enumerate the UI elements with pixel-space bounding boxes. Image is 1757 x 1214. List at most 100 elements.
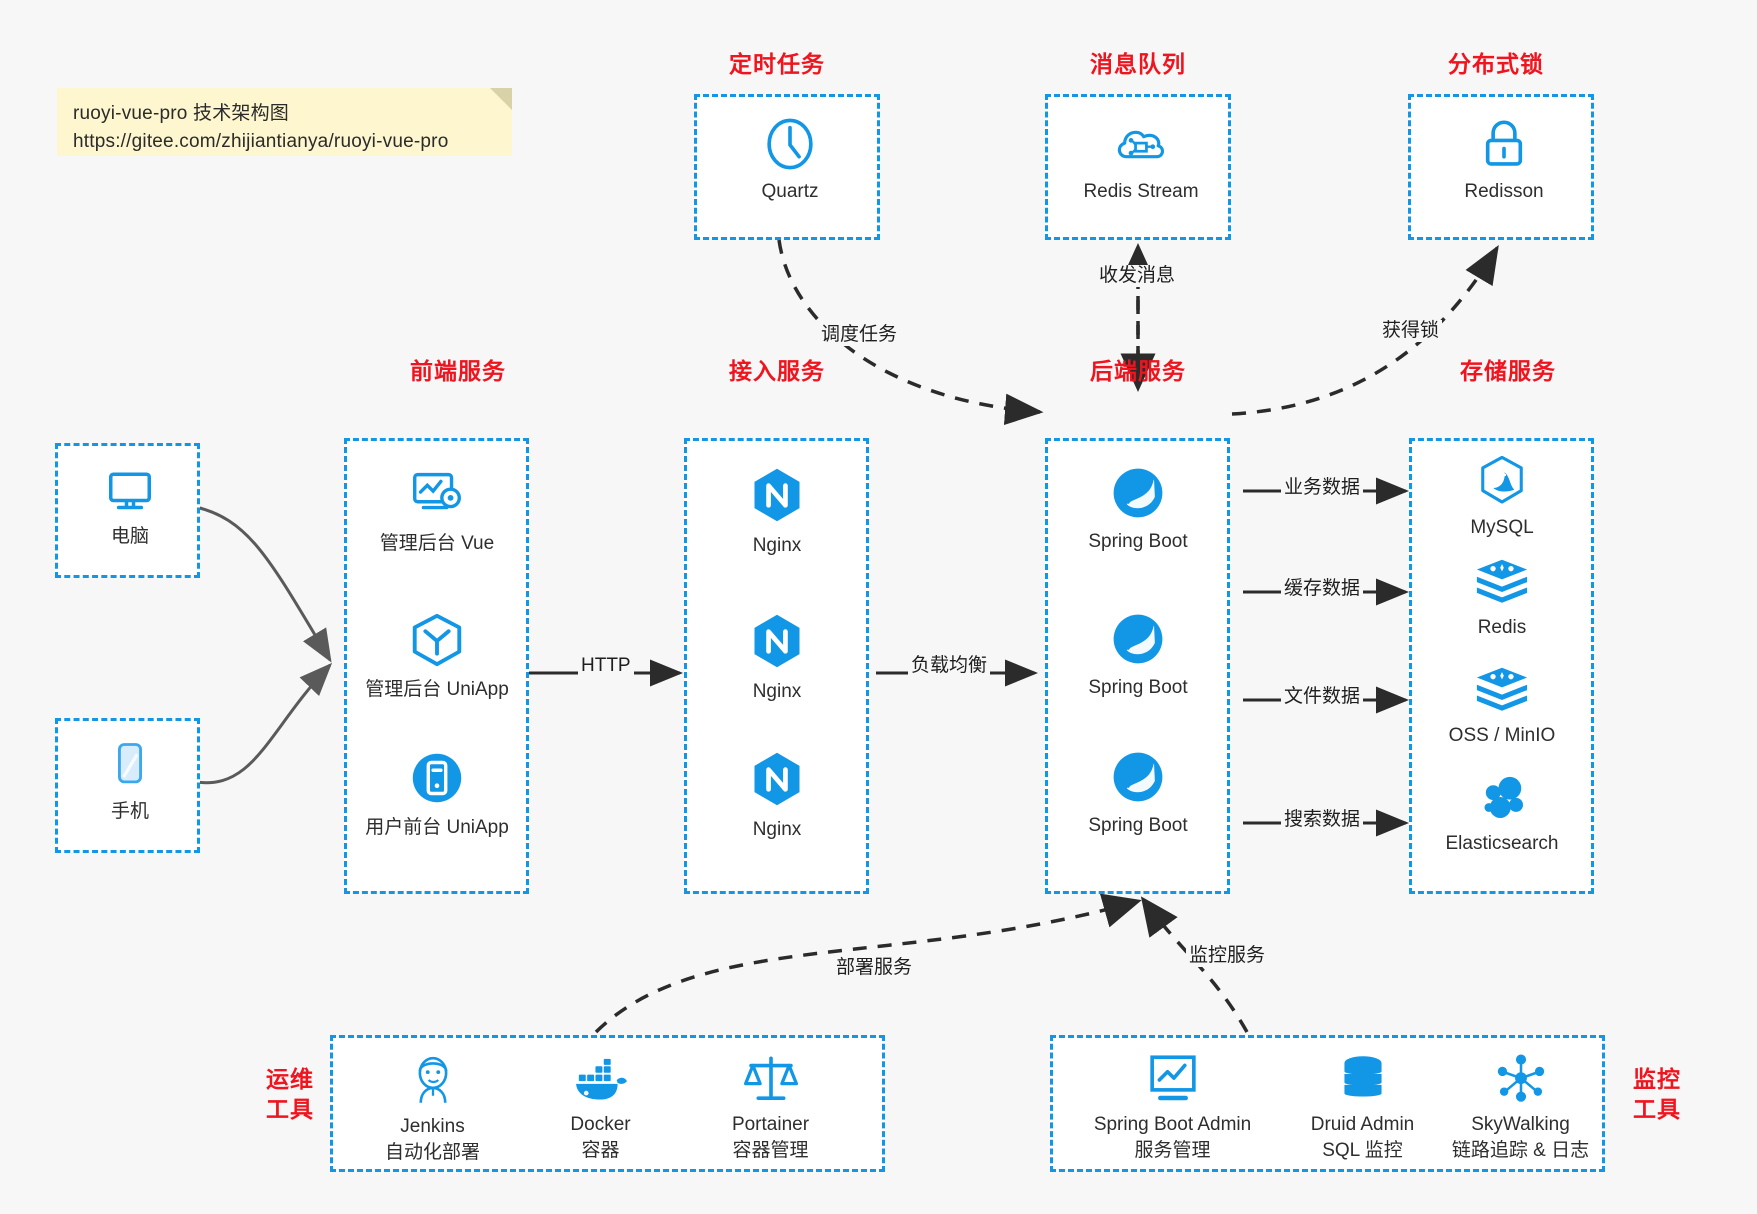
group-title-gateway: 接入服务	[729, 358, 825, 384]
lock-icon	[1485, 120, 1523, 166]
uniapp-cube-icon	[412, 613, 462, 667]
node-desc: 链路追踪 & 日志	[1451, 1140, 1590, 1161]
node-spring-boot-3[interactable]: Spring Boot	[1063, 747, 1213, 839]
edge-label-load-balance: 负载均衡	[908, 655, 991, 677]
client-box-mobile[interactable]: 手机	[55, 718, 200, 853]
group-box-frontend[interactable]: 管理后台 Vue 管理后台 UniApp 用户前台 UniApp	[344, 438, 529, 894]
spring-boot-icon	[1113, 468, 1163, 518]
node-mobile[interactable]: 手机	[56, 735, 204, 825]
node-druid-admin[interactable]: Druid Admin SQL 监控	[1275, 1052, 1450, 1164]
group-box-devops[interactable]: Jenkins 自动化部署 Docker 容器	[330, 1035, 885, 1172]
node-desc: 容器	[581, 1140, 620, 1161]
node-portainer[interactable]: Portainer 容器管理	[688, 1054, 853, 1164]
node-label: Spring Boot	[1088, 815, 1188, 836]
node-desc: SQL 监控	[1322, 1140, 1403, 1161]
node-nginx-1[interactable]: Nginx	[702, 463, 852, 559]
node-label: 手机	[110, 801, 149, 822]
node-redisson[interactable]: Redisson	[1429, 115, 1579, 205]
node-name: Spring Boot Admin	[1093, 1114, 1252, 1135]
edge-label-monitor-service: 监控服务	[1186, 945, 1269, 967]
nginx-icon	[754, 614, 800, 668]
node-label: Redisson	[1464, 181, 1544, 202]
group-box-message-queue[interactable]: Redis Stream	[1045, 94, 1231, 240]
edge-label-business-data: 业务数据	[1281, 477, 1364, 499]
desktop-icon	[109, 472, 151, 510]
node-spring-boot-2[interactable]: Spring Boot	[1063, 609, 1213, 701]
edge-label-acquire-lock: 获得锁	[1379, 320, 1443, 342]
group-box-storage[interactable]: MySQL Redis OSS / MinIO	[1409, 438, 1594, 894]
edge-label-file-data: 文件数据	[1281, 686, 1364, 708]
node-label: Quartz	[761, 181, 819, 202]
node-nginx-3[interactable]: Nginx	[702, 747, 852, 843]
node-name: Portainer	[731, 1114, 810, 1135]
node-admin-vue[interactable]: 管理后台 Vue	[362, 463, 512, 557]
database-icon	[1343, 1056, 1382, 1097]
node-label: 用户前台 UniApp	[365, 817, 509, 838]
clock-icon	[767, 118, 813, 170]
group-title-distributed-lock: 分布式锁	[1448, 51, 1544, 77]
elasticsearch-icon	[1484, 776, 1523, 818]
spring-boot-icon	[1113, 752, 1163, 802]
node-jenkins[interactable]: Jenkins 自动化部署	[355, 1052, 510, 1166]
group-title-monitoring-line1: 监控	[1633, 1066, 1681, 1092]
group-title-storage: 存储服务	[1460, 358, 1556, 384]
group-title-devops-line1: 运维	[266, 1066, 314, 1092]
node-mysql[interactable]: MySQL	[1427, 453, 1577, 541]
edge-label-deploy-service: 部署服务	[833, 957, 916, 979]
monitor-chart-icon	[1149, 1055, 1196, 1101]
node-label: 管理后台 UniApp	[365, 679, 509, 700]
node-name: Jenkins	[400, 1116, 465, 1137]
edge-label-schedule-task: 调度任务	[818, 324, 901, 346]
node-user-uniapp[interactable]: 用户前台 UniApp	[362, 747, 512, 841]
node-label: Spring Boot	[1088, 531, 1188, 552]
group-title-backend: 后端服务	[1090, 358, 1186, 384]
node-docker[interactable]: Docker 容器	[523, 1058, 678, 1164]
node-desc: 服务管理	[1134, 1140, 1211, 1161]
redis-icon	[1476, 559, 1528, 603]
node-redis-stream[interactable]: Redis Stream	[1066, 115, 1216, 205]
node-skywalking[interactable]: SkyWalking 链路追踪 & 日志	[1433, 1052, 1608, 1164]
node-quartz[interactable]: Quartz	[715, 115, 865, 205]
note-fold-corner	[490, 88, 512, 110]
cloud-stream-icon	[1117, 130, 1164, 159]
node-label: 电脑	[110, 526, 149, 547]
app-circle-icon	[412, 753, 462, 803]
skywalking-icon	[1497, 1054, 1544, 1102]
node-oss-minio[interactable]: OSS / MinIO	[1427, 665, 1577, 749]
client-box-desktop[interactable]: 电脑	[55, 443, 200, 578]
edge-label-send-receive-message: 收发消息	[1096, 265, 1179, 287]
group-title-devops-line2: 工具	[266, 1096, 314, 1122]
edge-label-cache-data: 缓存数据	[1281, 578, 1364, 600]
group-title-message-queue: 消息队列	[1090, 51, 1186, 77]
node-desc: 自动化部署	[384, 1142, 480, 1163]
node-name: Docker	[570, 1114, 631, 1135]
group-title-monitoring: 监控 工具	[1622, 1064, 1692, 1124]
node-redis[interactable]: Redis	[1427, 557, 1577, 641]
portainer-scales-icon	[743, 1056, 798, 1100]
node-nginx-2[interactable]: Nginx	[702, 609, 852, 705]
node-label: Nginx	[752, 681, 802, 702]
node-desktop[interactable]: 电脑	[56, 462, 204, 550]
spring-boot-icon	[1113, 614, 1163, 664]
node-label: Redis	[1477, 617, 1527, 638]
edge-label-search-data: 搜索数据	[1281, 809, 1364, 831]
group-box-monitoring[interactable]: Spring Boot Admin 服务管理 Druid Admin SQL 监…	[1050, 1035, 1605, 1172]
node-admin-uniapp[interactable]: 管理后台 UniApp	[362, 609, 512, 703]
group-box-scheduled-task[interactable]: Quartz	[694, 94, 880, 240]
group-box-backend[interactable]: Spring Boot Spring Boot Spring Boot	[1045, 438, 1230, 894]
node-name: Druid Admin	[1310, 1114, 1415, 1135]
mysql-icon	[1481, 455, 1523, 504]
note-title: ruoyi-vue-pro 技术架构图	[73, 103, 290, 124]
group-box-gateway[interactable]: Nginx Nginx Nginx	[684, 438, 869, 894]
diagram-note: ruoyi-vue-pro 技术架构图 https://gitee.com/zh…	[57, 88, 512, 156]
group-box-distributed-lock[interactable]: Redisson	[1408, 94, 1594, 240]
node-spring-boot-admin[interactable]: Spring Boot Admin 服务管理	[1065, 1052, 1280, 1164]
mobile-icon	[118, 743, 142, 784]
node-label: Nginx	[752, 535, 802, 556]
node-spring-boot-1[interactable]: Spring Boot	[1063, 463, 1213, 555]
node-elasticsearch[interactable]: Elasticsearch	[1427, 769, 1577, 857]
node-desc: 容器管理	[732, 1140, 809, 1161]
node-label: Spring Boot	[1088, 677, 1188, 698]
nginx-icon	[754, 468, 800, 522]
node-label: Nginx	[752, 819, 802, 840]
